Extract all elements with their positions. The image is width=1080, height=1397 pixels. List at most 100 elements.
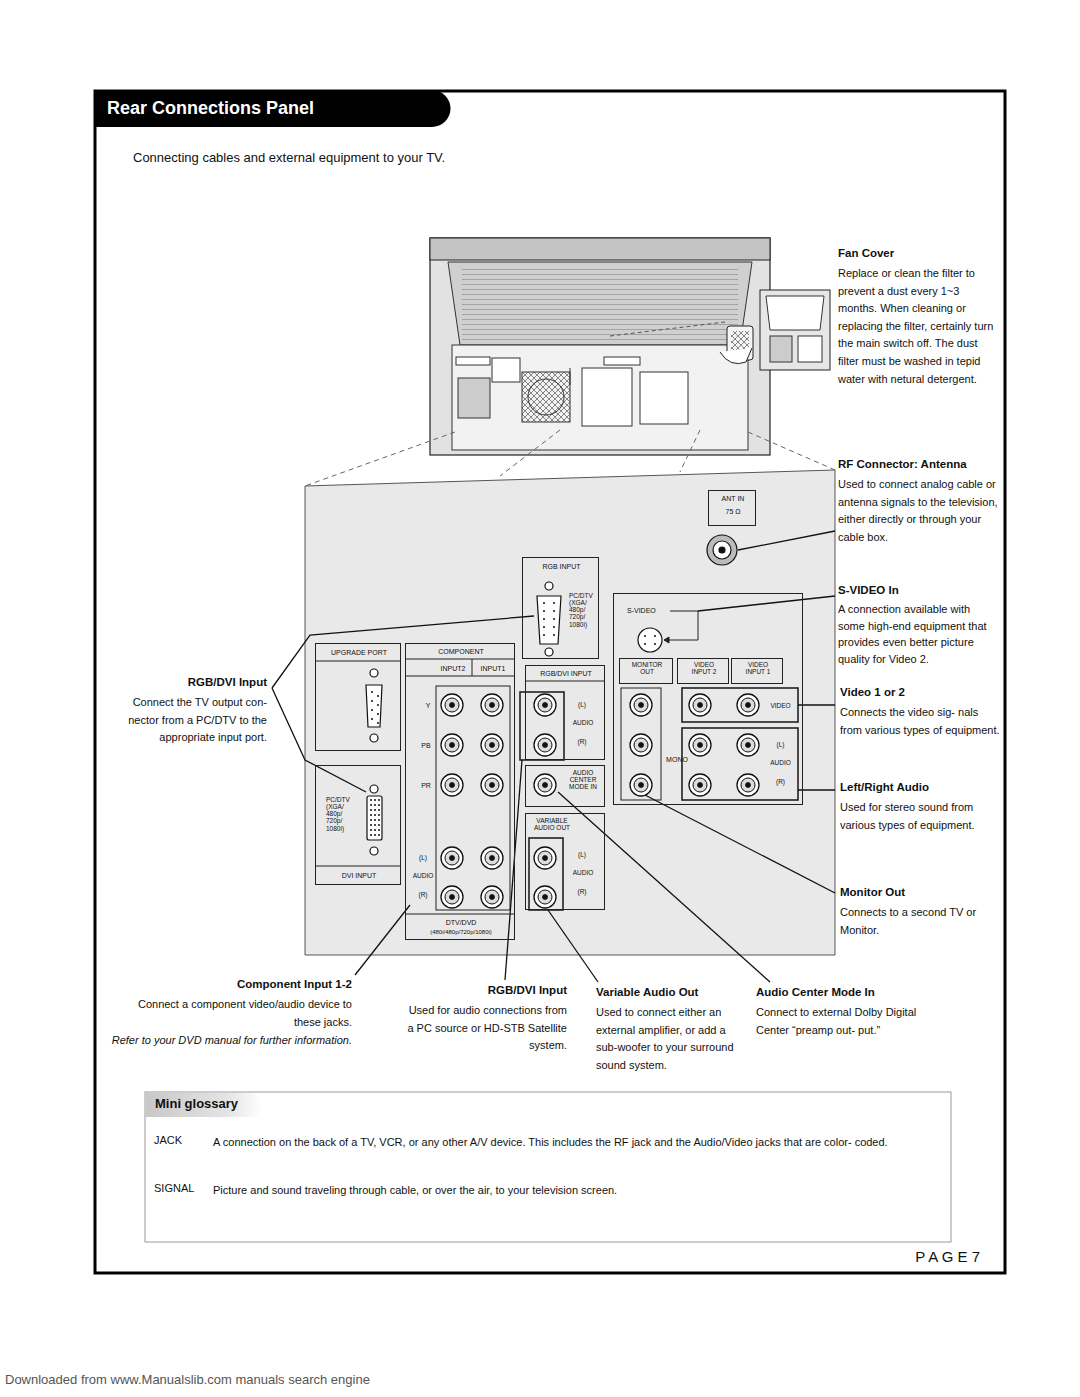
glossary-box: Mini glossaryJACKA connection on the bac…: [145, 1092, 951, 1242]
jack-group-box: RGB/DVI INPUT(L)AUDIO(R): [525, 665, 605, 760]
rca-jack: [737, 774, 759, 796]
box-heading: ANT IN: [709, 495, 757, 503]
pin: [374, 799, 376, 801]
box-text: DTV/DVD: [406, 919, 516, 927]
pin: [644, 643, 646, 645]
rca-jack: [689, 694, 711, 716]
rca-jack: [634, 698, 648, 712]
panel-dividers: [315, 611, 798, 914]
pin: [553, 618, 555, 620]
pin: [553, 602, 555, 604]
pin: [371, 700, 373, 702]
callout-text: Connect to external Dolby Digital Center…: [756, 1004, 921, 1039]
pin: [370, 829, 372, 831]
pin: [543, 602, 545, 604]
box-text: INPUT1: [473, 665, 513, 673]
callout-text: Connect the TV output con- nector from a…: [105, 694, 267, 747]
box-heading: COMPONENT: [406, 648, 516, 656]
connection-panel: [305, 470, 835, 955]
box-text: INPUT2: [433, 665, 473, 673]
box-text: AUDIO: [565, 719, 601, 726]
rca-jack: [481, 734, 503, 756]
rca-jack: [639, 743, 644, 748]
jack-group-box: VARIABLE AUDIO OUT(L)AUDIO(R): [525, 813, 605, 910]
box-heading: VIDEO INPUT 2: [686, 661, 722, 675]
fan-cover-illustration: [610, 290, 830, 370]
rca-jack: [630, 734, 652, 756]
pin: [371, 718, 373, 720]
pin: [370, 814, 372, 816]
box-text: (480i/480p/720p/1080i): [406, 929, 516, 936]
callout-heading: Component Input 1-2: [120, 978, 352, 991]
rca-jack: [543, 743, 548, 748]
title-tab: [95, 90, 451, 127]
jack-group-box: PC/DTV (XGA/ 480p/ 720p/ 1080i) DVI INPUT: [315, 765, 401, 885]
box-heading: VARIABLE AUDIO OUT: [528, 817, 576, 831]
box-text: AUDIO: [764, 759, 797, 766]
box-heading: UPGRADE PORT: [316, 649, 402, 657]
pin: [543, 626, 545, 628]
pin: [654, 643, 656, 645]
rca-jack: [639, 703, 644, 708]
box-text: PB: [418, 742, 434, 750]
rca-jack: [689, 774, 711, 796]
callout-heading: S-VIDEO In: [838, 584, 1000, 597]
rca-jack: [485, 738, 499, 752]
pin: [378, 824, 380, 826]
rca-jack: [634, 778, 648, 792]
rca-jack: [490, 743, 495, 748]
callout-text: Used for audio connections from a PC sou…: [405, 1002, 567, 1055]
rca-jack: [481, 694, 503, 716]
jack-group-box: S-VIDEOMONOVIDEO(L)AUDIO(R)MONITOR OUTVI…: [613, 593, 803, 805]
box-text: 75 Ω: [709, 508, 757, 516]
box-heading: PC/DTV (XGA/ 480p/ 720p/ 1080i): [326, 796, 358, 832]
pin: [644, 635, 646, 637]
callout-heading: Variable Audio Out: [596, 986, 746, 999]
rca-jack: [543, 703, 548, 708]
pin: [370, 809, 372, 811]
callout-text: Downloaded from www.Manualslib.com manua…: [5, 1373, 425, 1388]
callout-heading: RGB/DVI Input: [105, 676, 267, 689]
pin: [371, 691, 373, 693]
rca-jack: [543, 895, 548, 900]
box-text: (L): [567, 701, 597, 708]
rca-jack: [445, 778, 459, 792]
rca-jack: [538, 738, 552, 752]
rca-jack: [450, 743, 455, 748]
rca-jack: [445, 698, 459, 712]
pin: [543, 618, 545, 620]
rca-jack: [481, 774, 503, 796]
rca-jack: [534, 847, 556, 869]
pin: [377, 713, 379, 715]
callout-heading: Audio Center Mode In: [756, 986, 946, 999]
rca-jack: [543, 783, 548, 788]
rca-jack: [485, 851, 499, 865]
callout-text: Connect a component video/audio device t…: [110, 996, 352, 1031]
box-heading: RGB INPUT: [523, 563, 600, 571]
rca-jacks: [441, 694, 759, 908]
jack-group-box: COMPONENTINPUT2INPUT1YPBPR(L)AUDIO(R)DTV…: [405, 643, 515, 940]
box-text: MONO: [661, 756, 693, 764]
rca-jack: [485, 778, 499, 792]
box-text: A connection on the back of a TV, VCR, o…: [213, 1134, 933, 1152]
rca-jack: [441, 774, 463, 796]
callout-text: Connects to a second TV or Monitor.: [840, 904, 1000, 939]
rca-jack: [490, 783, 495, 788]
rca-jack: [698, 703, 703, 708]
pin: [374, 824, 376, 826]
box-text: Y: [421, 702, 435, 710]
box-text: JACK: [154, 1134, 206, 1147]
jack-group-box: ANT IN 75 Ω: [708, 490, 756, 526]
callout-text: Refer to your DVD manual for further inf…: [110, 1032, 352, 1050]
rca-jack: [441, 694, 463, 716]
tv-rear-illustration: [430, 238, 770, 455]
pin: [370, 834, 372, 836]
rca-jack: [741, 738, 755, 752]
box-text: DVI INPUT: [316, 872, 402, 880]
pin: [374, 834, 376, 836]
pin: [377, 722, 379, 724]
rca-jack: [698, 783, 703, 788]
rca-jack: [630, 774, 652, 796]
pin: [378, 804, 380, 806]
